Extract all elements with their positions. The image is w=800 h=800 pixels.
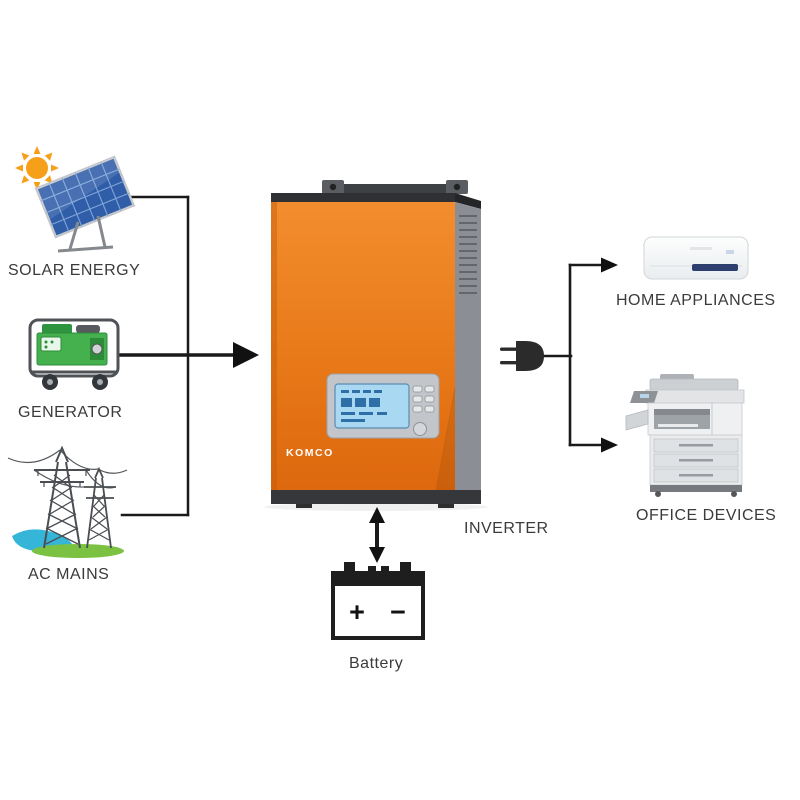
solar-panel-stand xyxy=(57,215,114,253)
side-vents xyxy=(459,215,477,294)
power-plug-icon xyxy=(500,341,544,371)
copier-side-tray xyxy=(625,409,649,431)
inverter-base xyxy=(271,490,481,504)
mounting-bracket xyxy=(322,180,468,194)
inverter-side-panel xyxy=(455,202,481,497)
home-appliances-label: HOME APPLIANCES xyxy=(616,292,776,309)
front-left-edge xyxy=(271,202,277,490)
power-lines xyxy=(7,449,128,489)
arrowhead-home-appliances xyxy=(601,257,618,273)
air-conditioner-icon xyxy=(643,236,749,280)
battery-connector xyxy=(369,507,385,563)
panel-buttons xyxy=(412,385,435,413)
arrowhead-office-devices xyxy=(601,437,618,453)
panel-round-button xyxy=(413,422,427,436)
ground-grass xyxy=(32,544,124,558)
generator-icon xyxy=(28,318,120,390)
office-devices-label: OFFICE DEVICES xyxy=(636,507,776,524)
ac-vent xyxy=(692,264,738,271)
battery-icon: + − xyxy=(331,562,425,640)
lcd-control-panel xyxy=(326,373,440,439)
inverter-unit: KOMCO xyxy=(264,180,488,511)
inverter-top-edge xyxy=(271,193,455,202)
generator-label: GENERATOR xyxy=(18,404,122,421)
sun-icon xyxy=(15,146,59,190)
inverter-label: INVERTER xyxy=(464,520,549,537)
inverter-shadow xyxy=(264,503,488,511)
arrowhead-down xyxy=(369,547,385,563)
input-connectors xyxy=(118,195,235,517)
lcd-readout xyxy=(341,390,387,422)
tower-small xyxy=(84,466,116,549)
power-towers-icon xyxy=(7,445,128,558)
solar-panel-icon xyxy=(34,155,136,253)
ac-mains-label: AC MAINS xyxy=(28,566,109,583)
output-connectors xyxy=(541,263,603,447)
solar-energy-label: SOLAR ENERGY xyxy=(8,262,140,279)
inverter-front-panel xyxy=(271,202,455,490)
inverter-top-side xyxy=(455,193,481,209)
inverter-brand: KOMCO xyxy=(286,447,334,459)
arrowhead-into-inverter xyxy=(233,342,259,368)
battery-plus-sign: + xyxy=(349,597,365,627)
tower-large xyxy=(34,445,90,549)
battery-minus-sign: − xyxy=(390,597,406,627)
battery-label: Battery xyxy=(349,655,403,672)
arrowhead-up xyxy=(369,507,385,523)
copier-icon xyxy=(625,374,745,497)
